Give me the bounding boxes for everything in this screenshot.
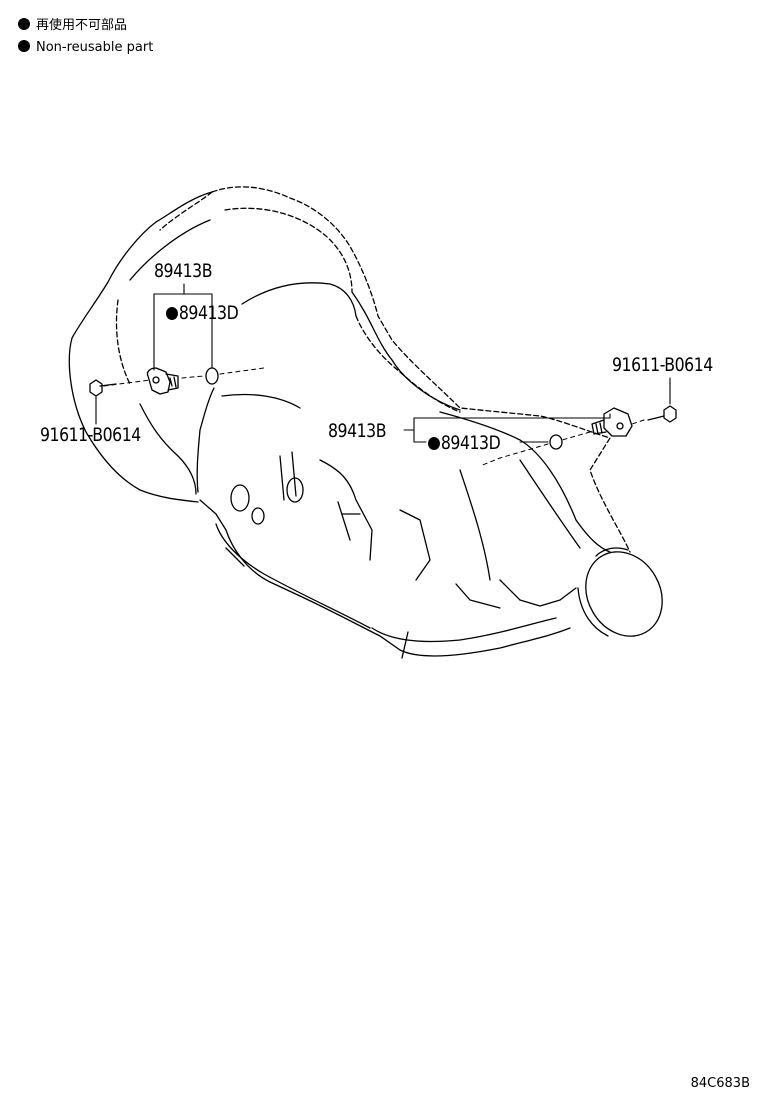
right-centerline: [479, 419, 645, 467]
legend-label-ja: 再使用不可部品: [36, 18, 128, 33]
non-reusable-dot-icon: [166, 307, 178, 320]
right-oring: [549, 434, 563, 450]
callout-left-sensor-label: 89413B: [154, 260, 213, 282]
right-leaders: [403, 377, 671, 443]
non-reusable-dot-icon: [18, 18, 30, 30]
right-bolt: [647, 405, 677, 423]
left-centerline: [103, 367, 265, 387]
callout-right-oring[interactable]: 89413D: [428, 432, 501, 454]
right-speed-sensor: [591, 407, 633, 437]
non-reusable-dot-icon: [428, 437, 440, 450]
callout-left-oring[interactable]: 89413D: [166, 302, 239, 324]
transmission-housing: [68, 186, 663, 659]
callout-right-bolt[interactable]: 91611-B0614: [612, 354, 713, 376]
callout-left-bolt-label: 91611-B0614: [40, 424, 141, 446]
left-bolt: [89, 379, 117, 397]
callout-left-sensor[interactable]: 89413B: [154, 260, 213, 282]
callout-right-oring-label: 89413D: [440, 432, 501, 454]
left-oring: [205, 367, 219, 385]
non-reusable-dot-icon: [18, 40, 30, 52]
legend-label-en: Non-reusable part: [36, 40, 154, 55]
callout-right-sensor[interactable]: 89413B: [328, 420, 387, 442]
figure-code: 84C683B: [690, 1076, 750, 1091]
legend-item-en: Non-reusable part: [18, 40, 153, 56]
callout-right-sensor-label: 89413B: [328, 420, 387, 442]
left-leaders: [95, 283, 213, 425]
callout-left-bolt[interactable]: 91611-B0614: [40, 424, 141, 446]
callout-right-bolt-label: 91611-B0614: [612, 354, 713, 376]
legend-item-ja: 再使用不可部品: [18, 18, 127, 34]
left-speed-sensor: [146, 367, 179, 395]
callout-left-oring-label: 89413D: [178, 302, 239, 324]
